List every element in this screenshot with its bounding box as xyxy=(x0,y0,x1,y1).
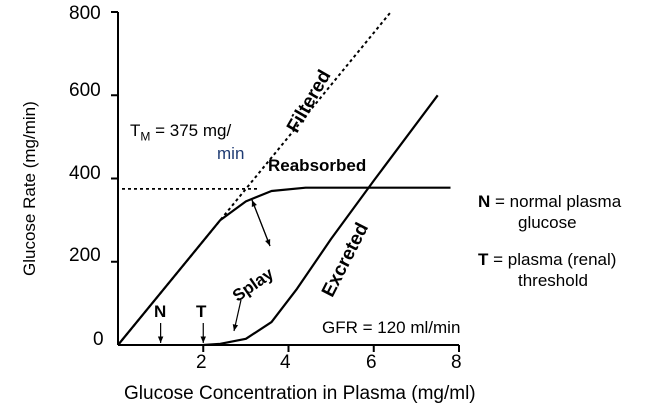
splay-arrow-down-head xyxy=(265,239,271,246)
legend-t-key: T xyxy=(478,250,489,269)
legend-note-n-line2: glucose xyxy=(518,213,577,232)
t-marker-label: T xyxy=(196,302,207,321)
y-tick-label: 0 xyxy=(93,329,104,350)
x-tick-label: 4 xyxy=(280,352,291,373)
series-lines xyxy=(117,11,451,347)
legend-note-t-line2: threshold xyxy=(518,271,588,290)
legend-t-text: = plasma (renal) xyxy=(488,250,617,269)
t-marker-arrow-head xyxy=(200,336,206,343)
x-tick-label: 6 xyxy=(366,352,377,373)
y-tick-label: 800 xyxy=(69,3,101,24)
axes xyxy=(111,11,460,352)
tm-label: TM = 375 mg/ xyxy=(130,121,231,143)
series-line-reabsorbed xyxy=(117,186,451,346)
tm-subscript: M xyxy=(140,129,151,144)
tm-prefix: T xyxy=(130,121,141,140)
legend-note-t: T = plasma (renal) xyxy=(478,250,616,270)
x-tick-label: 2 xyxy=(196,352,207,373)
y-tick-label: 600 xyxy=(69,80,101,101)
tm-value: = 375 mg/ xyxy=(150,121,232,140)
n-marker-label: N xyxy=(154,302,167,321)
tm-unit: min xyxy=(217,144,245,163)
x-tick-label: 8 xyxy=(451,352,462,373)
splay-arrow-down xyxy=(251,199,271,247)
y-tick-label: 200 xyxy=(69,245,101,266)
series-label-reabsorbed: Reabsorbed xyxy=(268,156,367,175)
n-marker-arrow-head xyxy=(157,336,164,343)
y-axis-title: Glucose Rate (mg/min) xyxy=(20,101,39,276)
splay-pointer-arrow-head xyxy=(232,324,239,331)
legend-note-n: N = normal plasma xyxy=(478,192,621,212)
legend-n-text: = normal plasma xyxy=(490,192,622,211)
series-line-excreted xyxy=(203,94,439,347)
gfr-label: GFR = 120 ml/min xyxy=(322,318,461,337)
legend-n-key: N xyxy=(478,192,491,211)
x-axis-title: Glucose Concentration in Plasma (mg/ml) xyxy=(124,383,476,404)
annotation-arrows xyxy=(157,199,271,343)
y-tick-label: 400 xyxy=(69,163,101,184)
